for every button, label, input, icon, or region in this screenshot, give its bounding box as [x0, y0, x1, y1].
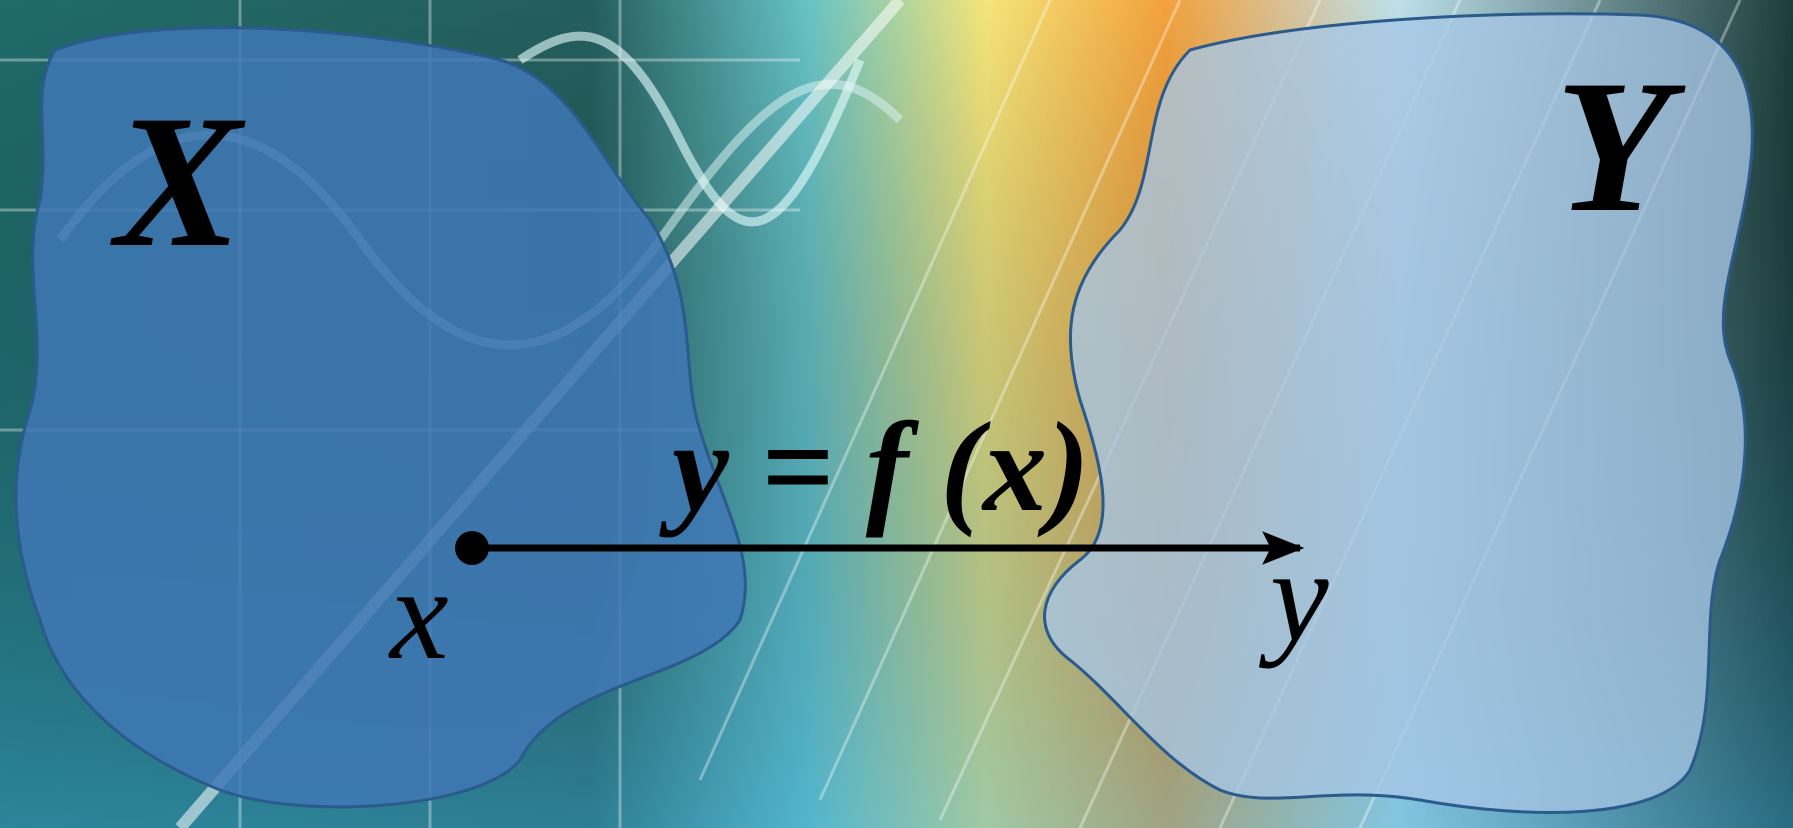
- function-label: y = f (x): [659, 396, 1090, 538]
- codomain-label: Y: [1555, 42, 1686, 252]
- domain-label: X: [110, 77, 246, 287]
- point-y-label: y: [1258, 522, 1329, 669]
- point-x-label: x: [388, 540, 449, 687]
- point-x-dot: [455, 531, 489, 565]
- codomain-set-blob: [1043, 12, 1754, 814]
- domain-set-blob: [14, 26, 747, 809]
